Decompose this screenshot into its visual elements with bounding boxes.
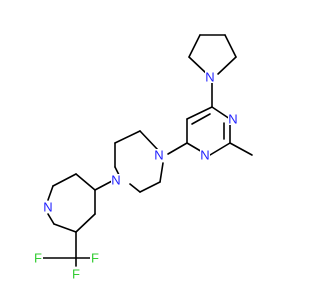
pyrimidine-ring <box>167 82 253 156</box>
atom-labels: N N N N N N F F F <box>33 70 238 282</box>
pyrimidine-nitrogen-1: N <box>228 112 237 127</box>
piperazine-nitrogen-4: N <box>111 173 120 188</box>
pyridine-nitrogen: N <box>43 200 52 215</box>
molecule-structure: N N N N N N F F F <box>33 34 253 282</box>
fluorine-atom-3: F <box>91 251 99 266</box>
piperazine-nitrogen-1: N <box>154 148 163 163</box>
pyridine-ring <box>47 173 113 233</box>
fluorine-atom-2: F <box>72 267 80 282</box>
pyrrolidine-ring <box>188 34 237 75</box>
trifluoromethyl-group <box>41 231 91 267</box>
pyrrolidine-nitrogen: N <box>205 70 214 85</box>
fluorine-atom-1: F <box>34 251 42 266</box>
piperazine-ring <box>114 130 164 193</box>
pyrimidine-nitrogen-3: N <box>200 148 209 163</box>
